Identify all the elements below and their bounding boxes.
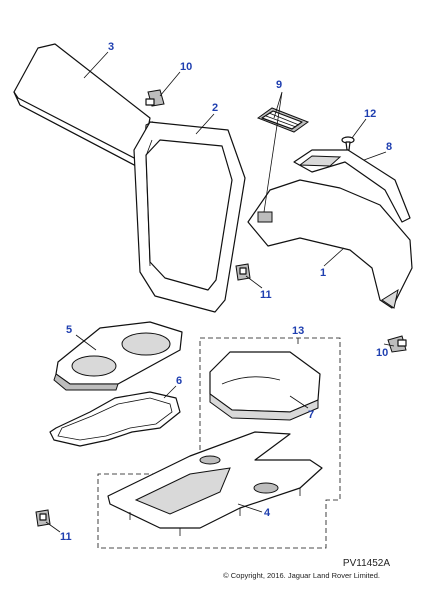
part-7-armrest-lid xyxy=(209,351,321,421)
callout-12: 12 xyxy=(364,108,376,120)
part-4-console-panel xyxy=(107,431,323,536)
part-3-trim-panel xyxy=(13,43,153,169)
part-6-seal xyxy=(49,391,181,447)
part-8-trim-strip xyxy=(293,149,411,223)
callout-11-lower: 11 xyxy=(60,531,72,543)
group-13-boundary xyxy=(97,337,341,549)
part-1-lower-panel xyxy=(247,179,413,309)
callout-10-upper: 10 xyxy=(180,61,192,73)
part-10-clip-upper xyxy=(145,89,165,107)
callout-2: 2 xyxy=(212,102,218,114)
part-10-clip-lower xyxy=(387,335,407,353)
callout-4: 4 xyxy=(264,507,271,519)
reference-code: PV11452A xyxy=(342,558,390,569)
callout-7: 7 xyxy=(308,409,314,421)
callout-9: 9 xyxy=(276,79,282,91)
callout-3: 3 xyxy=(108,41,114,53)
copyright-notice: © Copyright, 2016. Jaguar Land Rover Lim… xyxy=(223,571,380,580)
callout-11-middle: 11 xyxy=(260,289,272,301)
callout-13: 13 xyxy=(292,325,304,337)
part-9-vent xyxy=(256,107,310,133)
leader-lines xyxy=(45,51,395,533)
part-12-push-pin xyxy=(341,136,355,151)
part-5-cupholder-bezel xyxy=(53,321,183,391)
part-2-frame xyxy=(133,121,246,313)
callout-10-lower: 10 xyxy=(376,347,388,359)
callout-6: 6 xyxy=(176,375,182,387)
callout-5: 5 xyxy=(66,324,72,336)
callout-8: 8 xyxy=(386,141,392,153)
callout-1: 1 xyxy=(320,267,326,279)
